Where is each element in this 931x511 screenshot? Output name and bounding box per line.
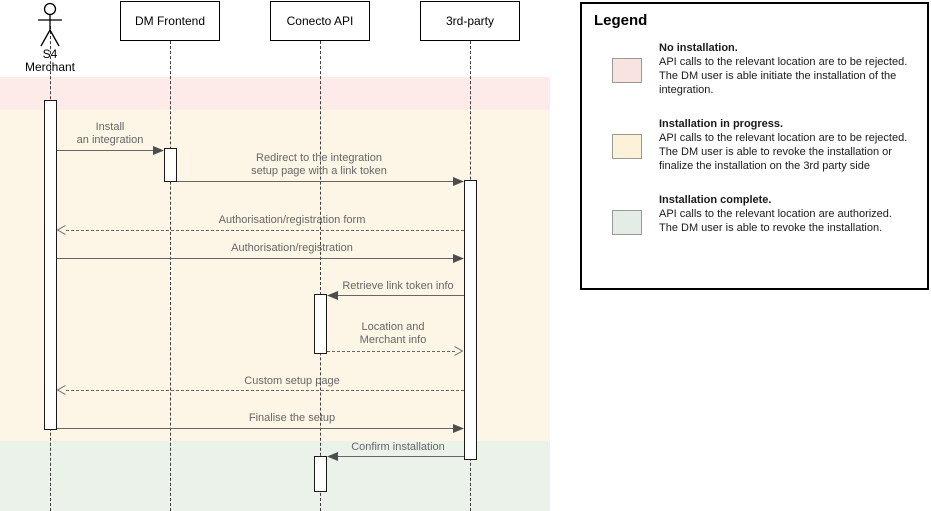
- arrowhead-icon: [454, 346, 463, 356]
- message-label-location-and-merchant-info: Location and Merchant info: [359, 321, 427, 346]
- message-label-authorisation-registration-form: Authorisation/registration form: [218, 214, 366, 226]
- arrowhead-icon: [57, 385, 66, 395]
- arrowhead-icon: [327, 291, 338, 300]
- legend-item-title: No installation.: [659, 42, 738, 54]
- message-line-redirect-setup-page: [177, 181, 453, 182]
- message-line-install-an-integration: [57, 150, 155, 151]
- message-line-authorisation-registration: [57, 258, 453, 259]
- legend-panel: Legend No installation. API calls to the…: [580, 2, 929, 290]
- message-label-install-an-integration: Install an integration: [76, 121, 144, 146]
- actor-icon: [38, 2, 62, 47]
- participant-conecto-api: Conecto API: [270, 1, 370, 41]
- arrowhead-icon: [453, 424, 464, 433]
- message-label-retrieve-link-token-info: Retrieve link token info: [342, 280, 454, 292]
- legend-items: No installation. API calls to the releva…: [582, 41, 927, 235]
- band-installation-in-progress: [0, 110, 550, 441]
- message-label-redirect-setup-page: Redirect to the integration setup page w…: [251, 152, 387, 177]
- activation-s4-merchant: [44, 100, 57, 430]
- lifeline-conecto-api: [320, 41, 321, 511]
- message-line-finalise-the-setup: [57, 428, 453, 429]
- participant-dm-frontend: DM Frontend: [120, 1, 220, 41]
- activation-conecto-api-1: [314, 294, 327, 354]
- band-no-installation: [0, 77, 550, 110]
- legend-item-text: Installation complete. API calls to the …: [659, 193, 927, 235]
- participant-3rd-party: 3rd-party: [420, 1, 520, 41]
- message-label-confirm-installation: Confirm installation: [351, 441, 445, 453]
- legend-item-no-installation: No installation. API calls to the releva…: [582, 41, 927, 97]
- message-line-confirm-installation: [336, 456, 464, 457]
- legend-item-installation-complete: Installation complete. API calls to the …: [582, 193, 927, 235]
- legend-swatch-installation-in-progress: [612, 134, 642, 159]
- arrowhead-icon: [153, 146, 164, 155]
- message-label-finalise-the-setup: Finalise the setup: [248, 412, 336, 424]
- message-line-retrieve-link-token-info: [336, 295, 464, 296]
- participant-label-s4-merchant: S4 Merchant: [24, 47, 76, 74]
- arrowhead-icon: [453, 177, 464, 186]
- legend-item-text: No installation. API calls to the releva…: [659, 41, 927, 97]
- activation-dm-frontend: [164, 148, 177, 182]
- message-label-authorisation-registration: Authorisation/registration: [231, 242, 353, 254]
- message-line-authorisation-registration-form: [66, 230, 464, 231]
- legend-item-text: Installation in progress. API calls to t…: [659, 117, 927, 173]
- arrowhead-icon: [453, 254, 464, 263]
- legend-title: Legend: [594, 12, 648, 29]
- activation-conecto-api-2: [314, 456, 327, 492]
- legend-swatch-no-installation: [612, 58, 642, 83]
- activation-3rd-party: [464, 180, 477, 460]
- arrowhead-icon: [327, 452, 338, 461]
- legend-item-installation-in-progress: Installation in progress. API calls to t…: [582, 117, 927, 173]
- participant-label-conecto-api: Conecto API: [286, 14, 354, 28]
- lifeline-dm-frontend: [170, 41, 171, 511]
- message-line-location-and-merchant-info: [327, 351, 455, 352]
- participant-label-dm-frontend: DM Frontend: [134, 14, 206, 28]
- band-installation-complete: [0, 441, 550, 511]
- legend-swatch-installation-complete: [612, 210, 642, 235]
- arrowhead-icon: [57, 225, 66, 235]
- message-line-custom-setup-page: [66, 390, 464, 391]
- message-label-custom-setup-page: Custom setup page: [244, 375, 340, 387]
- legend-item-title: Installation in progress.: [659, 118, 784, 130]
- legend-item-title: Installation complete.: [659, 194, 772, 206]
- participant-label-3rd-party: 3rd-party: [445, 14, 495, 28]
